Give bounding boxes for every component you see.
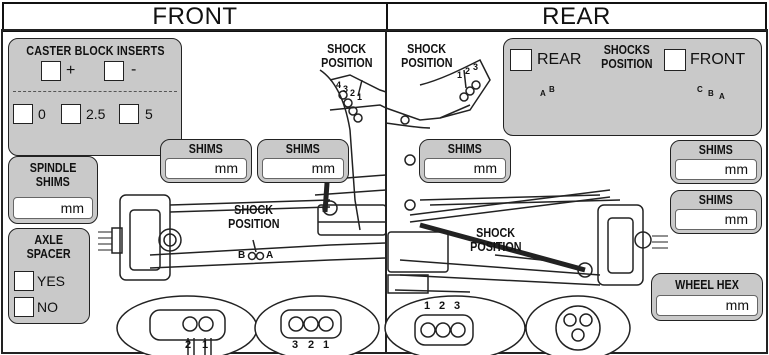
front-shims-2-field[interactable]: mm [262, 158, 344, 179]
front-top-shock-position-label: SHOCK POSITION [321, 42, 373, 70]
oval-1-number-2: 2 [185, 339, 192, 351]
front-shims-1-field[interactable]: mm [165, 158, 247, 179]
front-shims-1-panel: SHIMS mm [160, 139, 252, 183]
axle-spacer-no-checkbox[interactable] [14, 297, 34, 317]
rear-left-letter-a: A [540, 89, 546, 98]
rear-shocks-front-checkbox[interactable] [664, 49, 686, 71]
oval-2-number-2: 2 [308, 339, 315, 351]
rear-shims-1-unit: mm [473, 160, 497, 176]
front-header-text: FRONT [152, 3, 238, 30]
caster-plus-label: + [66, 62, 76, 79]
wheel-hex-field[interactable]: mm [656, 295, 758, 316]
caster-divider [13, 91, 177, 92]
front-mid-shock-position-label: SHOCK POSITION [228, 203, 280, 231]
spindle-shims-title-2: SHIMS [35, 175, 71, 189]
caster-minus-checkbox[interactable] [104, 61, 124, 81]
rear-shims-2-unit: mm [724, 161, 748, 177]
spindle-shims-field[interactable]: mm [13, 197, 93, 219]
front-header: FRONT [2, 2, 388, 32]
rear-right-letter-c: C [697, 85, 703, 94]
front-shims-1-unit: mm [214, 160, 238, 176]
caster-block-title: CASTER BLOCK INSERTS [25, 44, 165, 58]
spindle-shims-title-1: SPINDLE [29, 161, 77, 175]
rear-shocks-rear-label: REAR [537, 51, 582, 68]
front-shims-2-title: SHIMS [285, 142, 321, 156]
rear-right-letter-a: A [719, 92, 725, 101]
rear-shims-2-panel: SHIMS mm [670, 140, 762, 184]
axle-spacer-title-2: SPACER [26, 247, 71, 261]
caster-block-panel: CASTER BLOCK INSERTS + - 0 2.5 5 [8, 38, 182, 156]
oval-3-number-3: 3 [454, 300, 461, 312]
spindle-shims-unit: mm [60, 200, 84, 216]
rear-shocks-position-panel: REAR SHOCKS POSITION FRONT A B C B A [503, 38, 762, 136]
caster-plus-checkbox[interactable] [41, 61, 61, 81]
axle-spacer-title-1: AXLE [34, 233, 64, 247]
rear-right-letter-b: B [708, 89, 714, 98]
rear-shocks-title: SHOCKS POSITION [601, 43, 653, 71]
rear-shims-1-panel: SHIMS mm [419, 139, 511, 183]
rear-top-shock-position-label: SHOCK POSITION [401, 42, 453, 70]
wheel-hex-title: WHEEL HEX [675, 278, 739, 292]
oval-2-number-3: 3 [292, 339, 299, 351]
front-mid-marker-a: A [266, 250, 274, 261]
caster-option-5-checkbox[interactable] [119, 104, 139, 124]
rear-shims-3-title: SHIMS [698, 193, 734, 207]
caster-option-2-5-label: 2.5 [86, 106, 106, 122]
axle-spacer-no-label: NO [37, 299, 58, 315]
rear-shims-2-field[interactable]: mm [675, 159, 757, 180]
axle-spacer-yes-checkbox[interactable] [14, 271, 34, 291]
front-shims-1-title: SHIMS [188, 142, 224, 156]
rear-left-letter-b: B [549, 85, 555, 94]
rear-shims-3-panel: SHIMS mm [670, 190, 762, 234]
rear-shims-3-unit: mm [724, 211, 748, 227]
axle-spacer-panel: AXLE SPACER YES NO [8, 228, 90, 324]
front-shims-2-panel: SHIMS mm [257, 139, 349, 183]
rear-shims-1-title: SHIMS [447, 142, 483, 156]
rear-shocks-front-label: FRONT [690, 51, 746, 68]
oval-2-number-1: 1 [323, 339, 330, 351]
axle-spacer-yes-label: YES [37, 273, 66, 289]
front-mid-marker-b: B [238, 250, 246, 261]
rear-mid-shock-position-label: SHOCK POSITION [470, 226, 522, 254]
wheel-hex-panel: WHEEL HEX mm [651, 273, 763, 321]
front-shims-2-unit: mm [311, 160, 335, 176]
caster-minus-label: - [131, 61, 137, 78]
oval-3-number-1: 1 [424, 300, 431, 312]
rear-shims-2-title: SHIMS [698, 143, 734, 157]
oval-1-number-1: 1 [202, 339, 209, 351]
spindle-shims-panel: SPINDLE SHIMS mm [8, 156, 98, 224]
caster-option-5-label: 5 [145, 106, 153, 122]
rear-shims-3-field[interactable]: mm [675, 209, 757, 230]
rear-header-text: REAR [542, 3, 611, 30]
caster-option-0-checkbox[interactable] [13, 104, 33, 124]
caster-option-0-label: 0 [38, 106, 46, 122]
rear-shocks-rear-checkbox[interactable] [510, 49, 532, 71]
oval-3-number-2: 2 [439, 300, 446, 312]
rear-shims-1-field[interactable]: mm [424, 158, 506, 179]
wheel-hex-unit: mm [725, 297, 749, 313]
caster-option-2-5-checkbox[interactable] [61, 104, 81, 124]
